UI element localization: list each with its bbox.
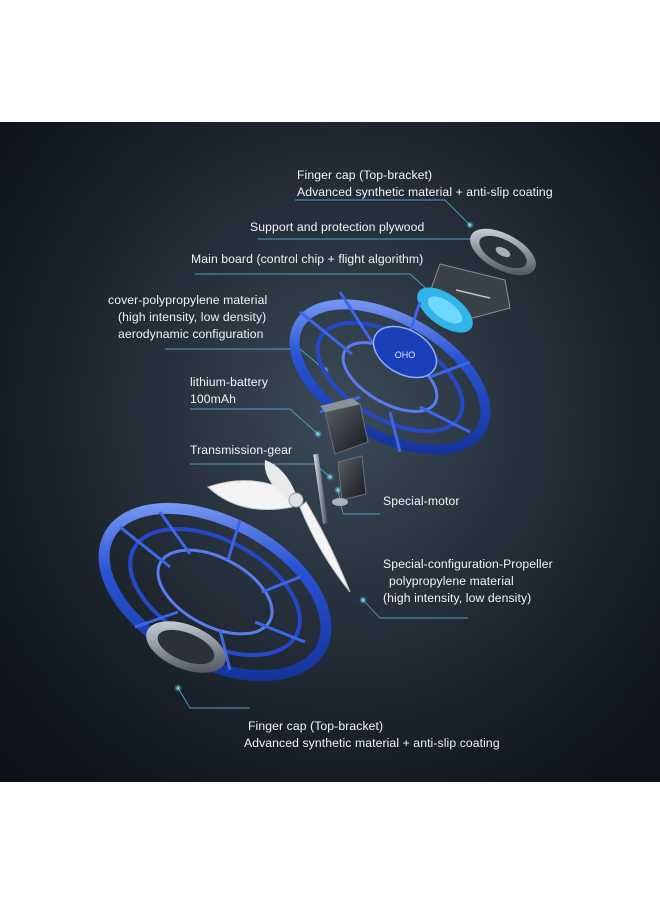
bottom-finger-cap-desc: Advanced synthetic material + anti-slip … <box>244 736 500 750</box>
top-finger-cap-title: Finger cap (Top-bracket) <box>297 168 433 182</box>
top-finger-cap-desc: Advanced synthetic material + anti-slip … <box>297 185 553 199</box>
motor-text: Special-motor <box>383 494 460 508</box>
battery-part <box>320 398 369 455</box>
motor-label: Special-motor <box>383 493 459 510</box>
cover-line1: cover-polypropylene material <box>108 293 268 307</box>
gear-text: Transmission-gear <box>190 443 293 457</box>
propeller-part <box>207 460 351 593</box>
battery-label: lithium-battery 100mAh <box>190 374 268 408</box>
plywood-text: Support and protection plywood <box>250 220 425 234</box>
propeller-label: Special-configuration-Propeller polyprop… <box>383 556 553 607</box>
top-finger-cap-label: Finger cap (Top-bracket) Advanced synthe… <box>297 167 553 201</box>
top-finger-cap-part <box>470 228 536 276</box>
svg-text:OHO: OHO <box>395 350 416 360</box>
product-panel: OHO <box>0 122 660 782</box>
propeller-line1: Special-configuration-Propeller <box>383 557 553 571</box>
main-board-text: Main board (control chip + flight algori… <box>191 252 424 266</box>
lower-cage-part <box>98 502 332 682</box>
gear-label: Transmission-gear <box>190 442 292 459</box>
battery-line1: lithium-battery <box>190 375 269 389</box>
cover-label: cover-polypropylene material (high inten… <box>108 292 267 343</box>
exploded-view-illustration: OHO <box>98 199 536 709</box>
main-board-part <box>417 287 473 333</box>
motor-part <box>313 453 367 524</box>
main-board-label: Main board (control chip + flight algori… <box>191 251 423 268</box>
bottom-finger-cap-title: Finger cap (Top-bracket) <box>248 719 384 733</box>
plywood-label: Support and protection plywood <box>250 219 424 236</box>
propeller-line3: (high intensity, low density) <box>383 591 532 605</box>
battery-line2: 100mAh <box>190 392 236 406</box>
bottom-finger-cap-label: Finger cap (Top-bracket) Advanced synthe… <box>244 718 500 752</box>
cover-line3: aerodynamic configuration <box>118 327 264 341</box>
propeller-line2: polypropylene material <box>389 574 514 588</box>
cover-line2: (high intensity, low density) <box>118 310 267 324</box>
